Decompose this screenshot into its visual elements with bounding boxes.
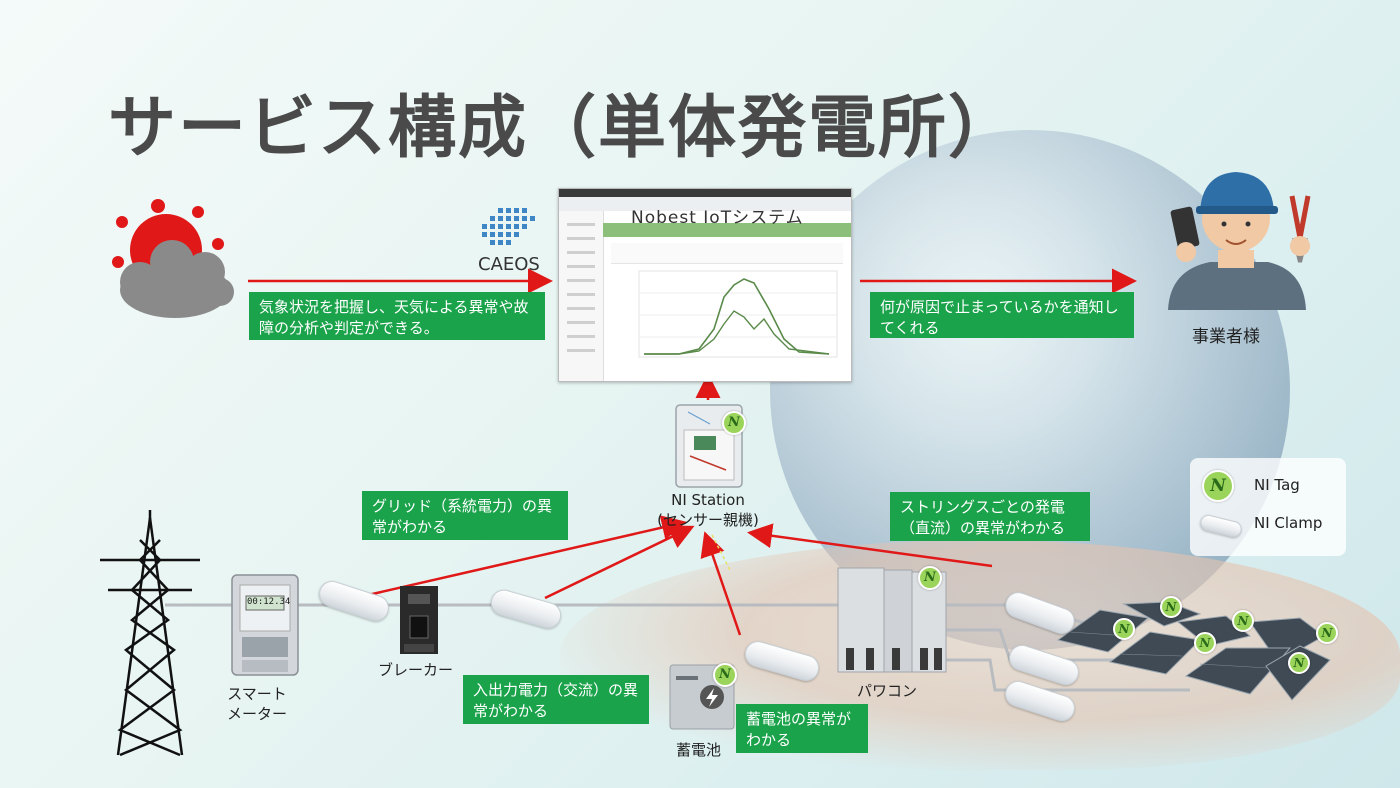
meter-display: 00:12.34	[247, 597, 291, 607]
transmission-tower-icon	[100, 510, 200, 757]
operator-label: 事業者様	[1192, 327, 1260, 347]
system-chart	[567, 223, 838, 358]
ni-tag-panel-5: N	[1316, 622, 1338, 644]
system-title: Nobest IoTシステム	[631, 208, 804, 228]
legend-clamp-label: NI Clamp	[1254, 514, 1323, 532]
legend: N NI Tag NI Clamp	[1190, 458, 1346, 556]
ni-tag-battery: N	[713, 663, 737, 687]
callout-strings: ストリングスごとの発電（直流）の異常がわかる	[890, 492, 1090, 541]
ni-station-label: NI Station (センサー親機)	[657, 491, 759, 529]
arrow-io-to-station	[544, 525, 695, 600]
legend-tag-label: NI Tag	[1254, 476, 1300, 494]
ni-tag-panel-3: N	[1232, 610, 1254, 632]
power-conditioner-label: パワコン	[857, 682, 918, 700]
callout-io-power: 入出力電力（交流）の異常がわかる	[463, 675, 649, 724]
ni-tag-panel-4: N	[1194, 632, 1216, 654]
legend-clamp-icon	[1198, 513, 1244, 539]
page-title: サービス構成（単体発電所）	[108, 89, 1019, 168]
arrow-strings-to-station	[747, 523, 993, 568]
ni-tag-panel-2: N	[1113, 618, 1135, 640]
arrow-grid-to-station	[367, 515, 687, 597]
legend-tag-icon: N	[1202, 470, 1234, 502]
callout-notify: 何が原因で止まっているかを通知してくれる	[870, 292, 1134, 338]
callout-grid: グリッド（系統電力）の異常がわかる	[362, 491, 568, 540]
callout-battery: 蓄電池の異常がわかる	[736, 704, 868, 753]
breaker-label: ブレーカー	[378, 661, 454, 679]
smart-meter-label: スマート メーター	[226, 685, 287, 723]
system-screenshot[interactable]: Nobest IoTシステム	[558, 188, 852, 382]
callout-weather: 気象状況を把握し、天気による異常や故障の分析や判定ができる。	[249, 292, 545, 340]
ni-tag-panel-1: N	[1160, 596, 1182, 618]
caeos-label: CAEOS	[478, 254, 540, 275]
ni-tag-panel-6: N	[1288, 652, 1310, 674]
ni-tag-power-conditioner: N	[918, 566, 942, 590]
battery-label: 蓄電池	[676, 741, 722, 759]
arrow-battery-to-station	[700, 531, 742, 636]
ni-tag-station: N	[722, 411, 746, 435]
